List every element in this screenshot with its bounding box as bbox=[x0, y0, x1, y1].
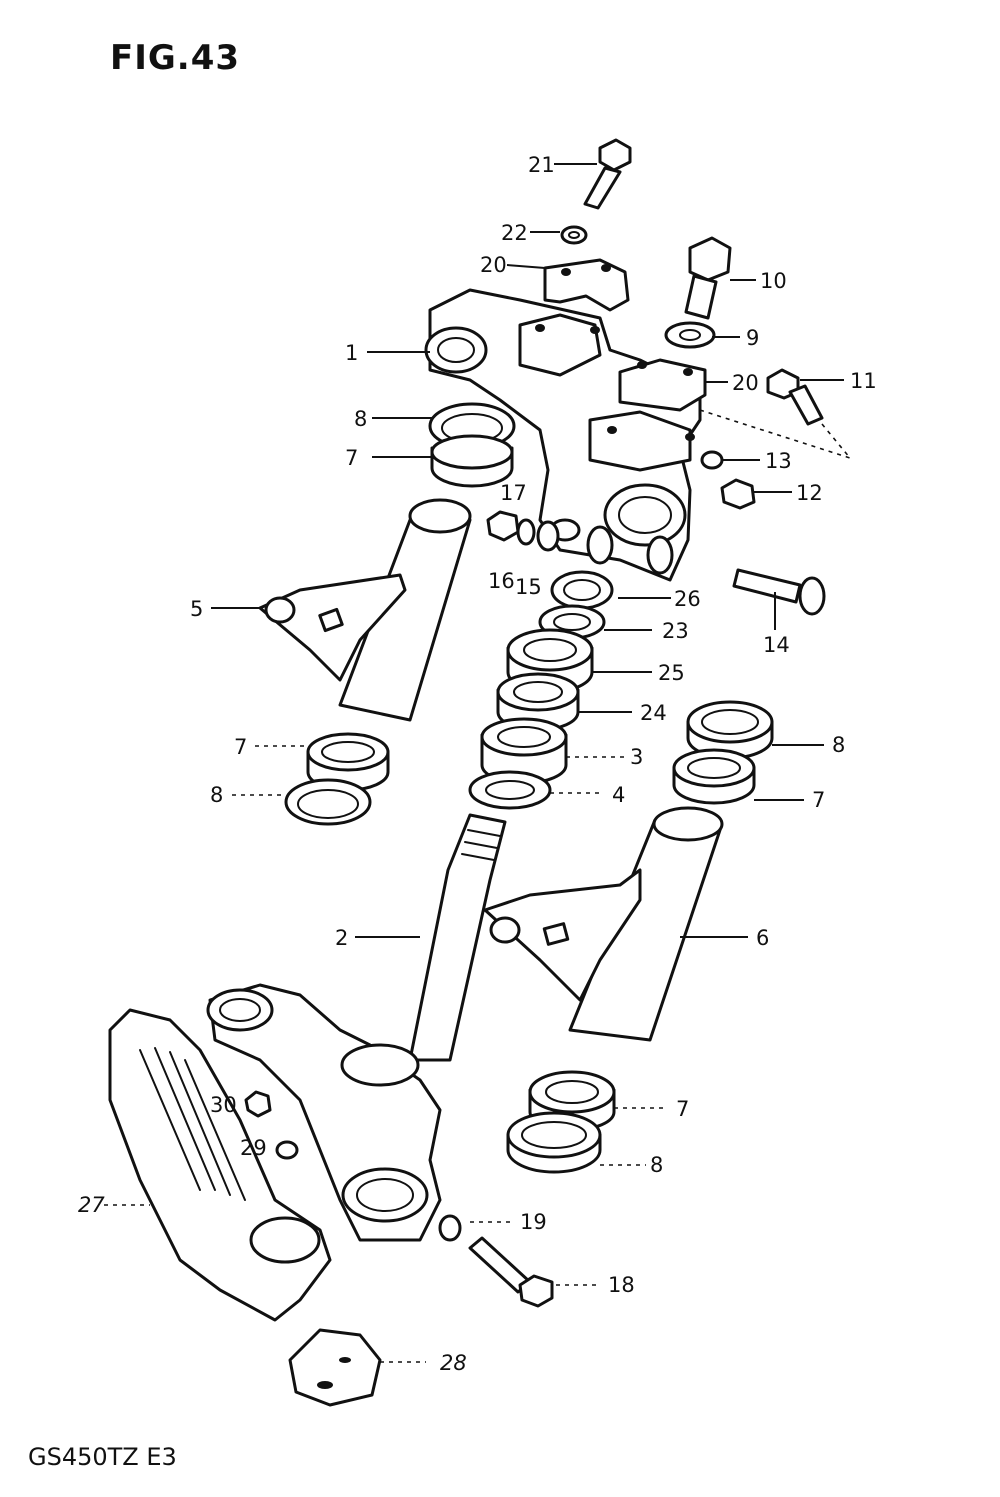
part-7-ring-right bbox=[672, 748, 756, 805]
part-28-cap bbox=[288, 1328, 382, 1407]
part-10-bolt bbox=[684, 236, 732, 320]
callout-12: 12 bbox=[796, 481, 823, 505]
callout-7-right: 7 bbox=[812, 788, 825, 812]
part-lower-bracket bbox=[206, 983, 442, 1242]
part-8-seal-left bbox=[284, 778, 372, 826]
part-4-seal bbox=[468, 770, 552, 810]
part-5-headlight-bracket-left bbox=[258, 498, 472, 722]
part-13-lock-washer bbox=[700, 450, 724, 470]
callout-17: 17 bbox=[500, 481, 527, 505]
callout-7-upper-left: 7 bbox=[345, 446, 358, 470]
part-19-washer bbox=[438, 1214, 462, 1242]
callout-30: 30 bbox=[210, 1093, 237, 1117]
part-18-bolt bbox=[468, 1236, 554, 1308]
callout-8-lower: 8 bbox=[650, 1153, 663, 1177]
part-17-nut bbox=[486, 510, 520, 542]
callout-16: 16 bbox=[488, 569, 515, 593]
callout-29: 29 bbox=[240, 1136, 267, 1160]
part-29-washer bbox=[275, 1140, 299, 1160]
callout-20-right: 20 bbox=[732, 371, 759, 395]
part-30-nut bbox=[244, 1090, 272, 1118]
callout-7-lower: 7 bbox=[676, 1097, 689, 1121]
callout-labels: 21 22 20 10 9 1 20 11 8 7 13 12 17 16 15… bbox=[78, 153, 877, 1375]
part-16-washer bbox=[516, 518, 536, 546]
part-22-nut bbox=[560, 225, 588, 245]
callout-24: 24 bbox=[640, 701, 667, 725]
part-2-steering-stem bbox=[408, 813, 507, 1062]
callout-4: 4 bbox=[612, 783, 625, 807]
callout-11: 11 bbox=[850, 369, 877, 393]
leader-lines bbox=[104, 163, 844, 1363]
callout-25: 25 bbox=[658, 661, 685, 685]
part-21-bolt bbox=[583, 138, 632, 210]
callout-9: 9 bbox=[746, 326, 759, 350]
callout-10: 10 bbox=[760, 269, 787, 293]
callout-6: 6 bbox=[756, 926, 769, 950]
callout-27: 27 bbox=[78, 1193, 105, 1217]
callout-3: 3 bbox=[630, 745, 643, 769]
callout-23: 23 bbox=[662, 619, 689, 643]
part-20-clamp-right bbox=[618, 358, 707, 412]
callout-8-right: 8 bbox=[832, 733, 845, 757]
part-8-seal-lower bbox=[506, 1111, 602, 1174]
part-9-washer bbox=[664, 321, 716, 349]
figure-title: FIG.43 bbox=[110, 38, 241, 78]
callout-26: 26 bbox=[674, 587, 701, 611]
callout-2: 2 bbox=[335, 926, 348, 950]
callout-8-left: 8 bbox=[210, 783, 223, 807]
callout-22: 22 bbox=[501, 221, 528, 245]
part-15-washer bbox=[536, 520, 560, 552]
callout-8-upper-left: 8 bbox=[354, 407, 367, 431]
callout-18: 18 bbox=[608, 1273, 635, 1297]
part-6-headlight-bracket-right bbox=[483, 806, 724, 1042]
callout-20-top: 20 bbox=[480, 253, 507, 277]
callout-13: 13 bbox=[765, 449, 792, 473]
callout-19: 19 bbox=[520, 1210, 547, 1234]
part-14-bolt bbox=[732, 568, 826, 616]
callout-5: 5 bbox=[190, 597, 203, 621]
callout-28: 28 bbox=[440, 1351, 467, 1375]
model-code: GS450TZ E3 bbox=[28, 1443, 177, 1471]
part-11-bolt bbox=[766, 368, 851, 459]
part-12-cap-nut bbox=[720, 478, 756, 510]
callout-7-left: 7 bbox=[234, 735, 247, 759]
part-20-clamp-upper bbox=[543, 258, 630, 312]
callout-15: 15 bbox=[515, 575, 542, 599]
callout-14: 14 bbox=[763, 633, 790, 657]
part-7-ring-upper-left bbox=[430, 434, 514, 488]
callout-21: 21 bbox=[528, 153, 555, 177]
callout-1: 1 bbox=[345, 341, 358, 365]
part-26-nut bbox=[550, 570, 614, 610]
part-27-cover bbox=[108, 1008, 332, 1322]
